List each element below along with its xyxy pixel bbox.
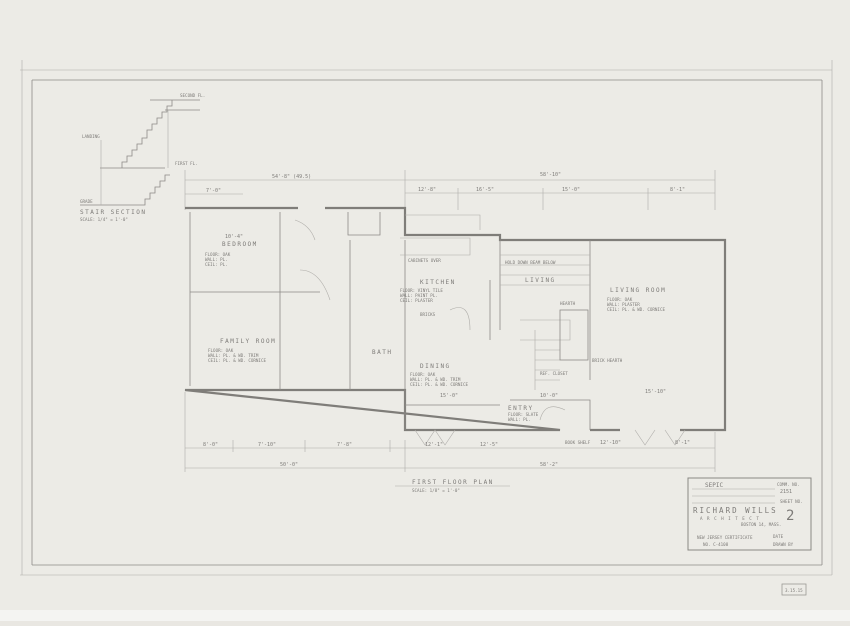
sheet-number: 2	[786, 508, 794, 524]
drawing-label: FLOOR: VINYL TILE	[400, 288, 443, 293]
room-dining: DINING FLOOR: OAK WALL: PL. & WD. TRIM C…	[410, 363, 468, 387]
drawing-label: 10'-0"	[540, 393, 558, 399]
drawing-label: DATE	[773, 534, 784, 539]
title-block: SEPIC COMM. NO. 2151 SHEET NO. 2 RICHARD…	[687, 477, 812, 551]
drawing-label: CEIL: PL. & WD. CORNICE	[208, 358, 266, 363]
drawing-label: 8'-1"	[675, 440, 690, 446]
drawing-label: 58'-2"	[540, 462, 558, 468]
drawing-label: LIVING	[525, 277, 556, 284]
room-family-room: FAMILY ROOM FLOOR: OAK WALL: PL. & WD. T…	[208, 338, 276, 363]
drawing-label: 7'-10"	[258, 442, 276, 448]
drawing-label: 7'-0"	[206, 188, 221, 194]
room-entry: ENTRY FLOOR: SLATE WALL: PL.	[508, 405, 539, 422]
drawing-label: 8'-0"	[203, 442, 218, 448]
drawing-label: NEW JERSEY CERTIFICATE	[697, 535, 753, 540]
drawing-label: CEIL: PL. & WD. CORNICE	[607, 307, 665, 312]
stair-section: SECOND FL. FIRST FL. GRADE LANDING STAIR…	[80, 93, 205, 222]
drawing-label: 12'-10"	[600, 440, 621, 446]
room-living: LIVING HOLD DOWN BEAM BELOW	[505, 260, 556, 284]
room-bath: BATH	[372, 349, 392, 356]
architect-name: RICHARD WILLS	[693, 506, 778, 515]
drawing-label: ENTRY	[508, 405, 534, 412]
drawing-label: 15'-10"	[645, 389, 666, 395]
drawing-label: WALL: PL.	[205, 257, 228, 262]
drawing-label: 3.15.15	[785, 588, 803, 593]
drawing-label: 2151	[780, 489, 792, 495]
drawing-label: FLOOR: OAK	[208, 348, 234, 353]
drawing-label: GRADE	[80, 199, 93, 204]
archive-stamp: 3.15.15	[781, 583, 807, 596]
paper	[0, 0, 850, 610]
project-name: SEPIC	[705, 482, 723, 489]
drawing-label: 8'-1"	[670, 187, 685, 193]
room-living-room: LIVING ROOM FLOOR: OAK WALL: PLASTER CEI…	[607, 287, 666, 312]
drawing-label: SCALE: 1/8" = 1'-0"	[412, 488, 460, 493]
drawing-label: HOLD DOWN BEAM BELOW	[505, 260, 556, 265]
drawing-label: FIRST FL.	[175, 161, 198, 166]
drawing-label: 7'-8"	[337, 442, 352, 448]
drawing-label: SECOND FL.	[180, 93, 205, 98]
drawing-label: BATH	[372, 349, 392, 356]
drawing-label: BRICKS	[420, 312, 436, 317]
drawing-label: WALL: PL. & WD. TRIM	[208, 353, 259, 358]
drawing-label: 10'-4"	[225, 234, 243, 240]
drawing-label: 16'-5"	[476, 187, 494, 193]
dimensions-bottom: 8'-0" 7'-10" 7'-8" 12'-1" 12'-5" 12'-10"…	[184, 392, 716, 472]
drawing-label: 15'-0"	[440, 393, 458, 399]
drawing-label: LANDING	[82, 134, 100, 139]
drawing-label: 58'-10"	[540, 172, 561, 178]
drawing-label: CEIL: PLASTER	[400, 298, 433, 303]
drawing-label: BOSTON 14, MASS.	[741, 522, 781, 527]
drawing-label: HEARTH	[560, 301, 576, 306]
drawing-label: DRAWN BY	[773, 542, 794, 547]
drawing-label: FAMILY ROOM	[220, 338, 276, 345]
room-bedroom: BEDROOM FLOOR: OAK WALL: PL. CEIL: PL. 1…	[205, 234, 258, 267]
drawing-label: CEIL: PL.	[205, 262, 228, 267]
stair-section-title: STAIR SECTION	[80, 209, 146, 216]
drawing-label: WALL: PL. & WD. TRIM	[410, 377, 461, 382]
drawing-label: SHEET NO.	[780, 499, 803, 504]
drawing-label: CABINETS OVER	[408, 258, 441, 263]
drawing-label: BOOK SHELF	[565, 440, 591, 445]
drawing-label: FLOOR: SLATE	[508, 412, 539, 417]
drawing-label: FIRST FLOOR PLAN	[412, 479, 494, 486]
fireplace	[559, 309, 589, 361]
plan-title: FIRST FLOOR PLAN SCALE: 1/8" = 1'-0"	[395, 479, 510, 493]
drawing-label: COMM. NO.	[777, 482, 800, 487]
drawing-label: A R C H I T E C T	[700, 516, 760, 521]
drawing-label: NO. C-4108	[703, 542, 729, 547]
drawing-label: BEDROOM	[222, 241, 258, 248]
room-kitchen: KITCHEN FLOOR: VINYL TILE WALL: PAINT PL…	[400, 279, 456, 303]
drawing-label: 12'-5"	[480, 442, 498, 448]
drawing-label: 54'-8" (49.5)	[272, 174, 311, 180]
drawing-label: 12'-8"	[418, 187, 436, 193]
drawing-label: DINING	[420, 363, 451, 370]
exterior-walls	[184, 206, 727, 446]
drawing-label: FLOOR: OAK	[205, 252, 231, 257]
drawing-label: REF. CLOSET	[540, 371, 568, 376]
drawing-label: FLOOR: OAK	[410, 372, 436, 377]
drawing-label: KITCHEN	[420, 279, 456, 286]
drawing-label: CEIL: PL. & WD. CORNICE	[410, 382, 468, 387]
room-labels: BEDROOM FLOOR: OAK WALL: PL. CEIL: PL. 1…	[205, 234, 666, 445]
drawing-label: FLOOR: OAK	[607, 297, 633, 302]
drawing-label: SCALE: 1/4" = 1'-0"	[80, 217, 128, 222]
sheet-border	[20, 60, 833, 576]
drawing-label: 15'-0"	[562, 187, 580, 193]
drawing-label: WALL: PL.	[508, 417, 531, 422]
drawing-label: WALL: PAINT PL.	[400, 293, 438, 298]
drawing-label: 50'-0"	[280, 462, 298, 468]
drawing-label: 12'-1"	[425, 442, 443, 448]
dimensions-top: 54'-8" (49.5) 58'-10" 7'-0" 12'-8" 16'-5…	[184, 170, 716, 210]
drawing-label: BRICK HEARTH	[592, 358, 623, 363]
drawing-label: WALL: PLASTER	[607, 302, 640, 307]
drawing-label: LIVING ROOM	[610, 287, 666, 294]
